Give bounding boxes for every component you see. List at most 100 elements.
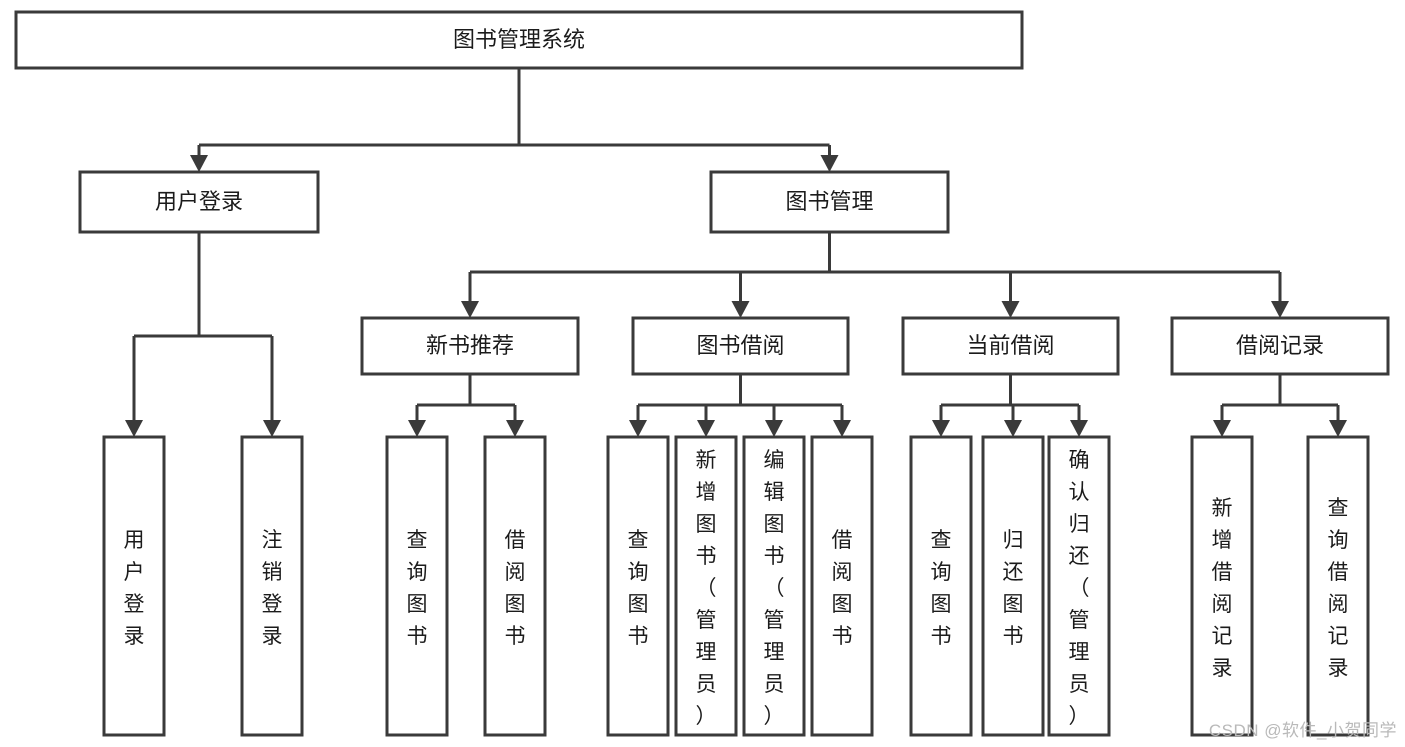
node-label-char: （ [1069, 577, 1090, 600]
node-label: 图书管理 [785, 189, 873, 214]
node-label-char: 书 [764, 545, 785, 568]
user-login-to-leaves-arrow-icon [125, 420, 143, 437]
user-login-to-leaves-arrow-icon [263, 420, 281, 437]
node-label-char: 理 [1069, 641, 1090, 664]
node-label-char: 图 [931, 593, 952, 616]
node-label-char: 归 [1003, 529, 1024, 552]
node-label: 用户登录 [155, 189, 243, 214]
connectors-layer [125, 68, 1347, 437]
root-to-level2-arrow-icon [820, 155, 839, 172]
node-label-char: 图 [407, 593, 428, 616]
book-borrow-to-leaves-arrow-icon [697, 420, 715, 437]
node-label-char: 图 [1003, 593, 1024, 616]
node-label-char: 用 [124, 529, 145, 552]
level3-node-book-borrow[interactable]: 图书借阅 [631, 316, 850, 376]
node-label-char: 借 [1328, 561, 1349, 584]
current-borrow-to-leaves-arrow-icon [1004, 420, 1022, 437]
node-label: 图书借阅 [696, 333, 784, 358]
book-borrow-to-leaves-arrow-icon [765, 420, 783, 437]
node-label-char: （ [764, 577, 785, 600]
node-label: 新书推荐 [426, 333, 514, 358]
node-rect [385, 435, 449, 737]
node-label-char: 录 [1212, 657, 1233, 680]
node-label-char: ） [1069, 705, 1090, 728]
node-label-char: 户 [124, 561, 145, 584]
level2-node-book-management[interactable]: 图书管理 [709, 170, 950, 234]
node-label-char: 书 [931, 625, 952, 648]
node-rect [1047, 435, 1111, 737]
node-label-char: 登 [124, 593, 145, 616]
node-label-char: 增 [1212, 529, 1233, 552]
node-rect [709, 170, 950, 234]
current-borrow-to-leaves-arrow-icon [932, 420, 950, 437]
node-rect [981, 435, 1045, 737]
node-label-char: 增 [696, 481, 717, 504]
node-label: 图书管理系统 [453, 27, 585, 52]
bookmgmt-to-level3-arrow-icon [1001, 301, 1020, 318]
node-label-char: 辑 [764, 481, 785, 504]
node-label-char: 记 [1328, 625, 1349, 648]
node-label-char: 注 [262, 529, 283, 552]
borrow-record-to-leaves-arrow-icon [1329, 420, 1347, 437]
node-rect [360, 316, 580, 376]
node-label-char: 编 [764, 449, 785, 472]
node-rect [1190, 435, 1254, 737]
node-label-char: ） [696, 705, 717, 728]
node-label-char: 还 [1003, 561, 1024, 584]
bookmgmt-to-level3-arrow-icon [461, 301, 479, 318]
node-label-char: 图 [696, 513, 717, 536]
node-label-char: 归 [1069, 513, 1090, 536]
level2-node-user-login[interactable]: 用户登录 [78, 170, 320, 234]
level3-node-borrow-record[interactable]: 借阅记录 [1170, 316, 1390, 376]
node-label-char: 认 [1069, 481, 1090, 504]
node-label-char: 书 [832, 625, 853, 648]
node-label-char: 阅 [1212, 593, 1233, 616]
node-label-char: 管 [764, 609, 785, 632]
node-label-char: 员 [696, 673, 717, 696]
leaf-node-leaf-user-login[interactable]: 用户登录 [102, 435, 166, 737]
bookmgmt-to-level3-arrow-icon [1271, 301, 1289, 318]
node-rect [606, 435, 670, 737]
node-rect [674, 435, 738, 737]
node-rect [483, 435, 547, 737]
node-label-char: 阅 [832, 561, 853, 584]
node-label-char: 确 [1069, 449, 1090, 472]
node-label-char: 书 [628, 625, 649, 648]
new-book-recommend-to-leaves-arrow-icon [506, 420, 524, 437]
borrow-record-to-leaves-arrow-icon [1213, 420, 1231, 437]
node-rect [742, 435, 806, 737]
node-label-char: 询 [931, 561, 952, 584]
node-label-char: 员 [764, 673, 785, 696]
node-label-char: ） [764, 705, 785, 728]
node-label-char: 录 [124, 625, 145, 648]
level3-node-current-borrow[interactable]: 当前借阅 [901, 316, 1120, 376]
node-label-char: 新 [1212, 497, 1233, 520]
level3-node-new-book-recommend[interactable]: 新书推荐 [360, 316, 580, 376]
node-label-char: 图 [832, 593, 853, 616]
root-node-root[interactable]: 图书管理系统 [14, 10, 1024, 70]
node-label-char: 查 [931, 529, 952, 552]
node-label-char: 新 [696, 449, 717, 472]
node-label-char: 管 [696, 609, 717, 632]
node-label-char: 员 [1069, 673, 1090, 696]
node-rect [102, 435, 166, 737]
current-borrow-to-leaves-arrow-icon [1070, 420, 1088, 437]
node-label-char: 借 [505, 529, 526, 552]
node-label-char: 查 [407, 529, 428, 552]
node-label-char: 图 [505, 593, 526, 616]
node-label-char: 询 [1328, 529, 1349, 552]
node-label-char: 销 [262, 561, 283, 584]
